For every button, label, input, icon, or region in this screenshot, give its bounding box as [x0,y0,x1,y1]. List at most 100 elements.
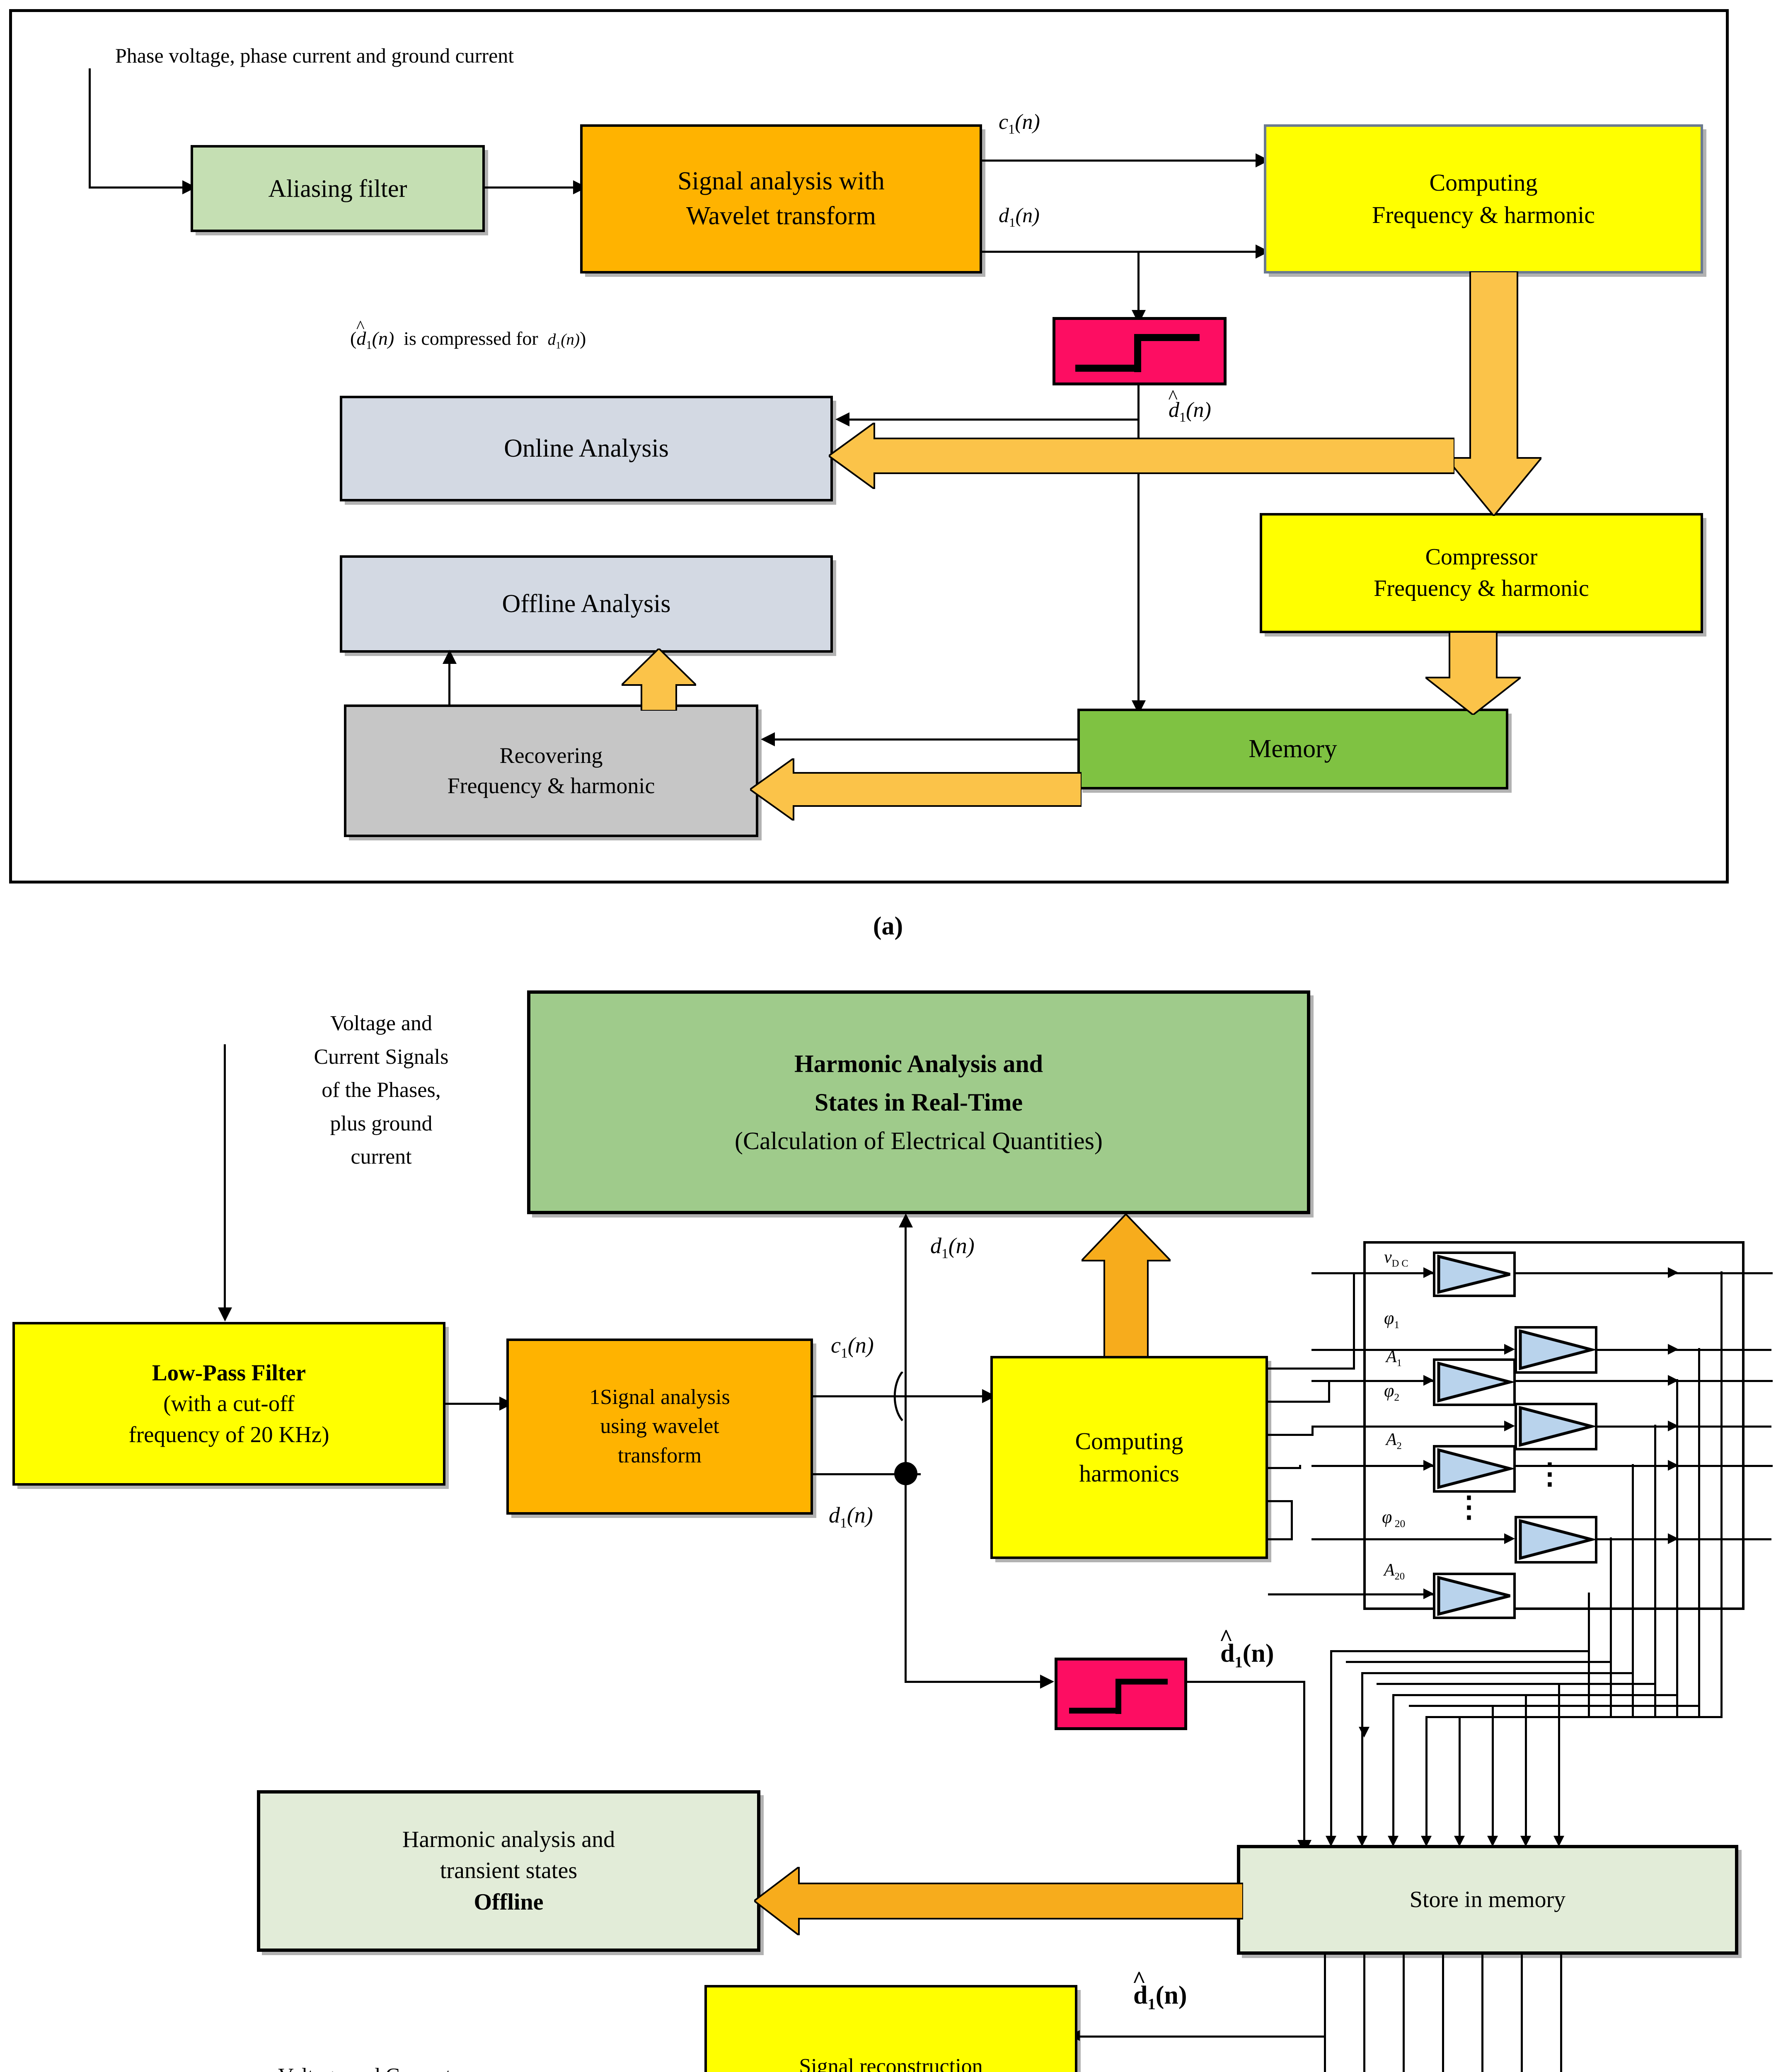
amplifier-3[interactable] [1433,1358,1516,1406]
box-computing-harmonics[interactable]: Computing harmonics [990,1356,1268,1559]
box-realtime-line3: (Calculation of Electrical Quantities) [735,1127,1103,1155]
box-computing-freq-harmonic[interactable]: Computing Frequency & harmonic [1264,124,1703,274]
panel-b-output-label: Voltage and Current Signals Reconstructe… [178,2060,551,2072]
amp-in-arrow-5 [1423,1460,1434,1471]
panel-b-link-c1n [813,1395,991,1397]
panel-a-link-memory-to-recovering [775,738,1079,741]
panel-b-vline-d1-to-realtime [905,1227,907,1467]
box-recovering[interactable]: Recovering Frequency & harmonic [344,704,758,837]
box-quantizer-a[interactable] [1053,317,1227,385]
box-harmonic-offline-line2: transient states [440,1858,578,1884]
panel-b-link-quantizer-out [1187,1681,1305,1683]
panel-b-label-d1n-hat-low: d1(n) [1133,1981,1187,2013]
box-aliasing-filter[interactable]: Aliasing filter [191,145,485,232]
panel-b-input-line-2: Current Signals [314,1045,449,1069]
box-wavelet-analysis[interactable]: 1Signal analysis using wavelet transform [506,1339,813,1515]
box-signal-analysis-wavelet[interactable]: Signal analysis with Wavelet transform [580,124,982,274]
box-quantizer-b[interactable] [1055,1658,1187,1730]
harmonic-bus-v4 [1299,1465,1301,1469]
box-compressor-line2: Frequency & harmonic [1374,576,1589,601]
box-store-in-memory[interactable]: Store in memory [1237,1845,1738,1955]
box-recovering-line2: Frequency & harmonic [447,773,655,798]
amp-in-line-5 [1311,1465,1436,1467]
box-offline-analysis[interactable]: Offline Analysis [340,555,833,653]
box-compressor[interactable]: Compressor Frequency & harmonic [1260,513,1703,633]
panel-a-input-hline [89,186,188,189]
box-harmonic-realtime[interactable]: Harmonic Analysis and States in Real-Tim… [527,990,1310,1214]
memory-to-calc-v-3 [1403,1955,1405,2072]
panel-a-arrow-memory-to-recovering [761,732,775,746]
amp-label-4: φ2 [1384,1380,1400,1403]
amp-return-h-5 [1361,1672,1633,1674]
harmonic-bus-v2 [1328,1380,1330,1403]
box-store-in-memory-label: Store in memory [1409,1886,1566,1912]
panel-b-input-line-4: plus ground [330,1111,433,1135]
amp-out-line-6 [1597,1538,1771,1540]
amp-drop-arrow-3 [1388,1836,1399,1847]
step-function-icon-b [1057,1661,1190,1733]
amp-return-h-2 [1409,1705,1699,1707]
amp-out-arrow-2 [1668,1344,1679,1355]
box-low-pass-filter[interactable]: Low-Pass Filter (with a cut-off frequenc… [12,1322,445,1486]
amp-in-arrow-2 [1504,1344,1515,1355]
amplifier-6[interactable] [1515,1516,1597,1564]
panel-b-input-line-5: current [351,1145,412,1169]
amplifier-2[interactable] [1515,1326,1597,1374]
box-computing-harmonics-line2: harmonics [1079,1460,1179,1487]
amp-bank-dots-left: ⋮ [1454,1491,1483,1523]
panel-b-link-d1hat-to-recon [1079,2036,1326,2038]
amp-out-line-5 [1516,1465,1773,1467]
amp-return-h-6 [1346,1661,1611,1663]
amp-return-v-3 [1676,1379,1678,1718]
amp-in-arrow-3 [1423,1375,1434,1386]
box-lpf-line2: (with a cut-off [163,1391,295,1416]
amp-out-arrow-1 [1668,1267,1679,1278]
amplifier-1[interactable] [1433,1251,1516,1297]
box-wavelet-line3: transform [617,1443,702,1467]
amp-in-line-2 [1311,1349,1510,1351]
amp-return-h-1 [1425,1716,1722,1718]
amp-in-arrow-4 [1504,1421,1515,1431]
box-signal-analysis-line2: Wavelet transform [686,202,876,230]
box-computing-line1: Computing [1429,169,1538,196]
box-online-analysis-label: Online Analysis [504,434,669,462]
memory-to-calc-v-6 [1521,1955,1523,2072]
box-memory[interactable]: Memory [1077,709,1508,789]
amplifier-7[interactable] [1433,1573,1516,1619]
amp-label-1: vD C [1384,1248,1408,1269]
box-online-analysis[interactable]: Online Analysis [340,396,833,501]
panel-a-vline-quantizer-out [1137,385,1140,709]
amp-drop-arrow-2 [1357,1836,1367,1847]
amp-drop-3 [1392,1694,1394,1841]
box-signal-reconstruction[interactable]: Signal reconstruction based on wavelet a… [704,1985,1077,2072]
panel-a-link-c1n [982,160,1264,162]
amplifier-4[interactable] [1515,1403,1597,1450]
amp-out-line-1 [1516,1272,1773,1274]
panel-a-link-to-online [849,419,1140,421]
amp-in-line-7 [1311,1593,1436,1595]
box-computing-line2: Frequency & harmonic [1372,201,1595,228]
box-signal-analysis-line1: Signal analysis with [677,167,885,196]
panel-a-label-c1n: c1(n) [999,110,1040,137]
panel-b-arrow-d1-to-realtime [899,1213,913,1227]
box-compressor-line1: Compressor [1425,544,1538,570]
panel-b-label-d1n-bottom: d1(n) [829,1503,873,1531]
panel-b-link-lpf-to-wavelet [445,1403,506,1405]
box-harmonic-offline[interactable]: Harmonic analysis and transient states O… [257,1790,760,1952]
amplifier-5[interactable] [1433,1445,1516,1493]
amp-return-v-2 [1698,1348,1700,1718]
panel-a-fatarrow-compressor-to-memory [1425,632,1521,715]
panel-a-arrow-to-online [835,412,849,426]
amp-in-line-1 [1311,1272,1436,1274]
harmonic-bus-7 [1268,1593,1314,1595]
box-realtime-line1: Harmonic Analysis and [794,1050,1043,1077]
harmonic-bus-6 [1268,1538,1293,1540]
memory-to-calc-arrow-2 [1359,1727,1370,1738]
amp-drop-arrow-8 [1553,1836,1564,1847]
panel-a-arrow-recovering-to-offline [443,650,457,664]
amp-return-v-1 [1720,1271,1723,1718]
amp-return-h-3 [1392,1694,1677,1696]
amp-return-v-7 [1588,1593,1590,1718]
amp-label-6: φ 20 [1382,1507,1406,1530]
